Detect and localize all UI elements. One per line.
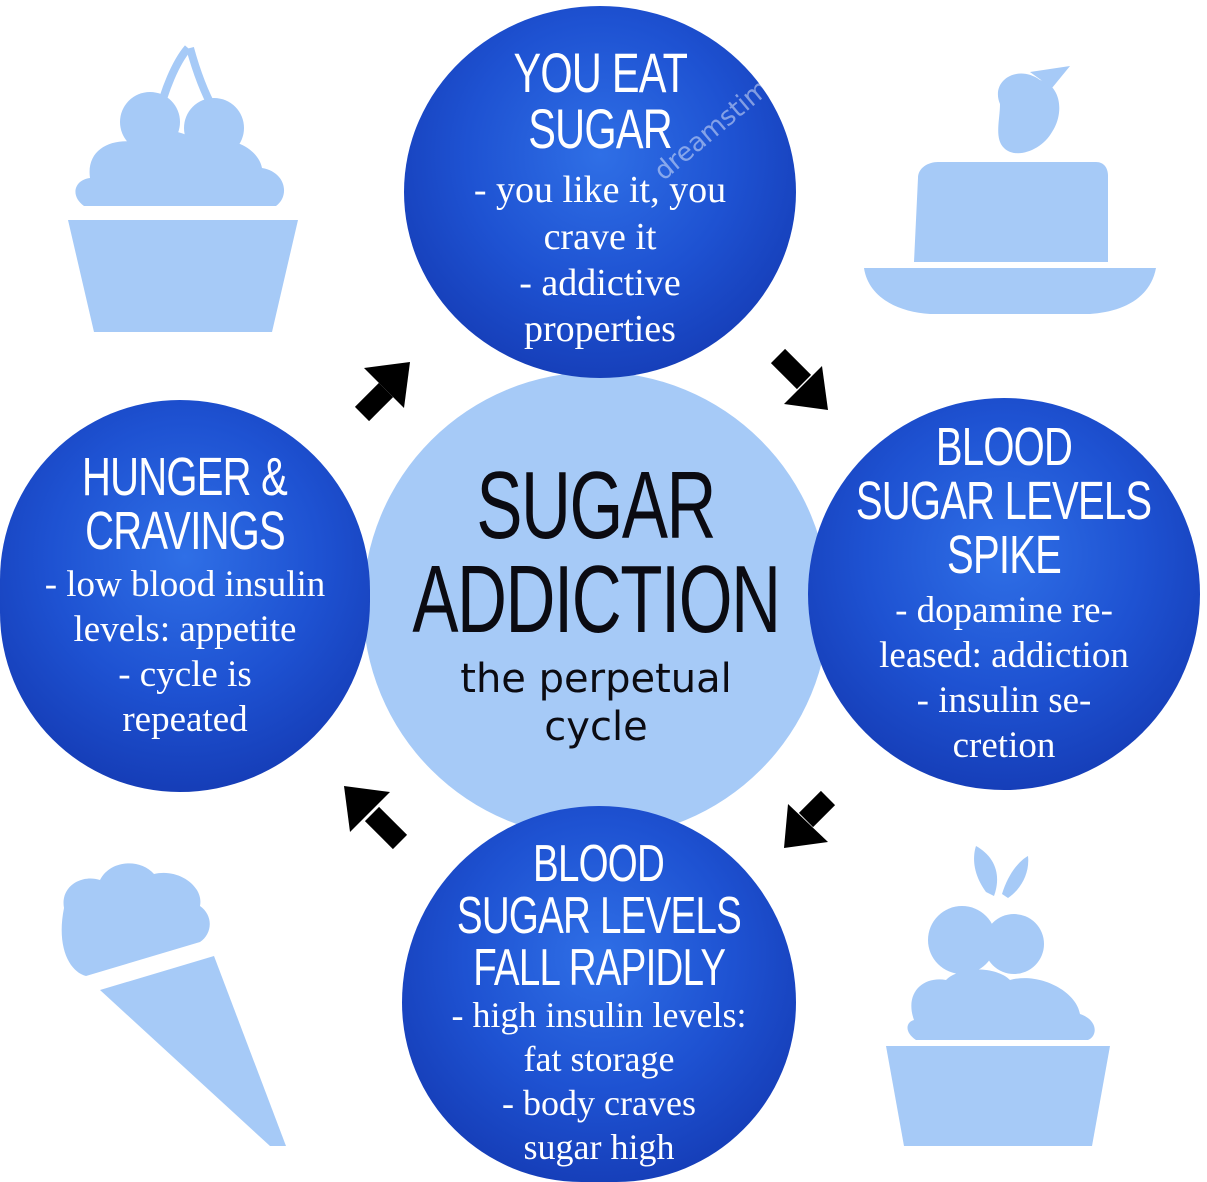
node-body-line: crave it [543,215,657,258]
node-hunger-cravings: HUNGER & CRAVINGS - low blood insulin le… [0,400,370,792]
node-body-line: cretion [952,725,1056,767]
arrow-to-blood-sugar-spike [770,348,828,410]
node-you-eat-sugar: YOU EAT SUGAR - you like it, you crave i… [404,6,796,378]
node-heading-line: BLOOD [533,835,665,894]
cake-slice-strawberry-icon [864,66,1156,314]
node-body-line: - low blood insulin [44,563,326,605]
node-heading-line: SPIKE [946,524,1062,585]
cycle-arrows [344,348,836,850]
node-blood-sugar-fall: BLOOD SUGAR LEVELS FALL RAPIDLY - high i… [402,806,796,1182]
node-heading-line: HUNGER & [82,446,288,507]
node-body-line: fat storage [523,1039,675,1080]
node-body-line: levels: appetite [73,608,297,650]
arrow-to-blood-sugar-fall [784,790,836,848]
node-body-line: leased: addiction [879,634,1129,676]
center-title-line-2: ADDICTION [412,546,781,653]
center-subtitle-line-1: the perpetual [460,656,732,703]
node-heading-line: SUGAR [528,97,672,161]
center-title-line-1: SUGAR [476,451,717,559]
node-heading-line: FALL RAPIDLY [472,939,726,998]
node-heading-line: SUGAR LEVELS [456,887,742,946]
node-body-line: - addictive [519,262,681,304]
node-heading-line: CRAVINGS [85,500,286,561]
node-blood-sugar-spike: BLOOD SUGAR LEVELS SPIKE - dopamine re- … [808,398,1200,790]
ice-cream-cone-icon [61,863,286,1146]
node-heading-line: BLOOD [935,416,1073,477]
center-circle: SUGAR ADDICTION the perpetual cycle [363,372,829,838]
node-body-line: - cycle is [118,654,252,695]
cupcake-cherry-icon [68,45,298,332]
node-body-line: properties [524,308,676,351]
arrow-to-you-eat-sugar [354,362,410,422]
node-body-line: - insulin se- [916,680,1092,721]
node-body-line: - dopamine re- [895,589,1113,631]
node-body-line: - body craves [502,1083,696,1123]
cupcake-berries-icon [886,846,1110,1146]
node-body-line: - high insulin levels: [451,995,747,1036]
node-heading-line: SUGAR LEVELS [856,470,1152,531]
arrow-to-hunger-cravings [344,786,408,850]
node-body-line: sugar high [523,1126,675,1167]
node-body-line: - you like it, you [473,169,727,212]
node-heading-line: YOU EAT [513,41,687,105]
center-subtitle-line-2: cycle [544,704,648,751]
node-body-line: repeated [122,699,248,741]
